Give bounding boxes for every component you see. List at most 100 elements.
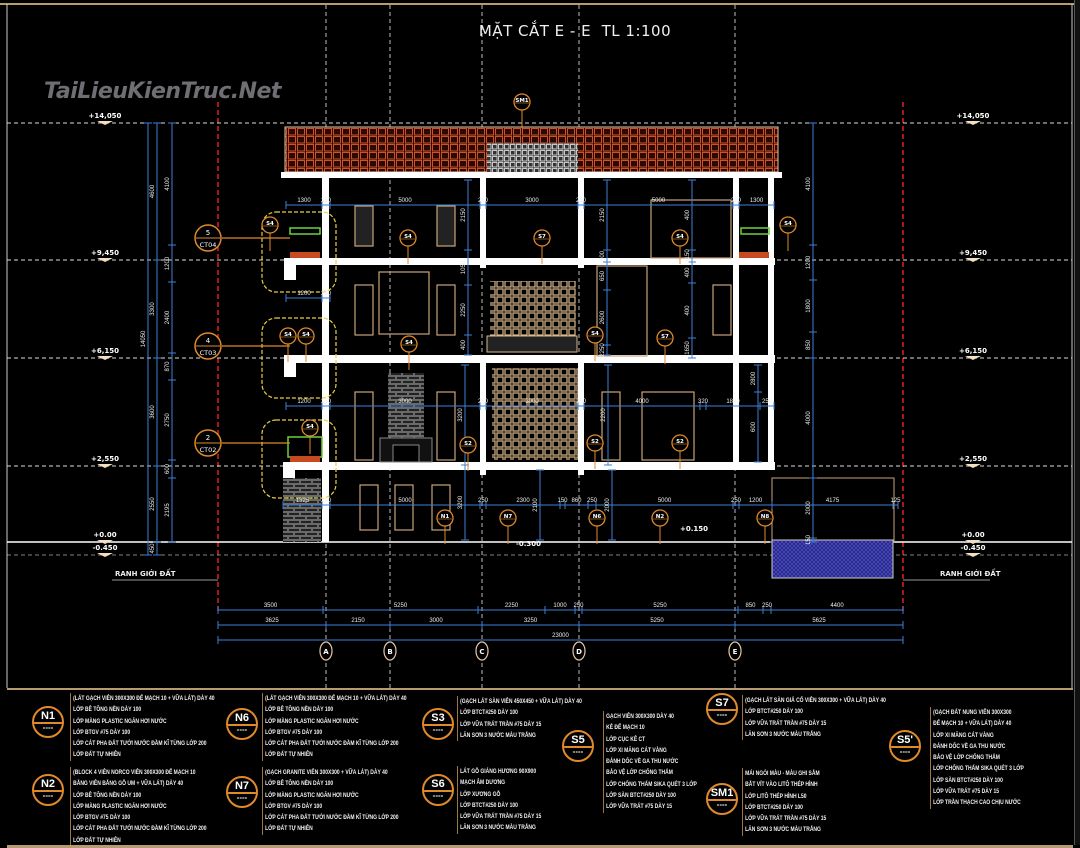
drawing-title: MẶT CẮT E - E TL 1:100 [0, 22, 1080, 40]
legend-line: LỚP BÊ TÔNG NỀN DÀY 100 [73, 706, 142, 714]
legend-line: (LÁT GẠCH VIÊN 300X300 ĐỂ MẠCH 10 + VỮA … [73, 695, 215, 702]
floor3-dim-label: 1200 [297, 291, 311, 297]
floor1-dim-label: 5000 [398, 498, 412, 504]
legend-code-divider [34, 722, 62, 724]
legend-line: LỚP BTCT#250 DÀY 100 [460, 801, 518, 809]
legend-line: ĐÁNH DỐC VỀ GA THU NƯỚC [606, 758, 679, 766]
legend-line: LỚP LITÔ THÉP HÌNH L50 [745, 792, 807, 800]
legend-code-divider [34, 790, 62, 792]
grid-axis-bubble [572, 641, 586, 661]
floor2-dim-label: 250 [321, 399, 332, 405]
bottom-dim-row2-label: 3250 [524, 618, 538, 624]
inner-dim-1-label: 650 [600, 270, 606, 281]
legend-code-sub: ---- [716, 710, 728, 719]
legend-code-bubble: S5---- [562, 730, 594, 762]
legend-line: LỚP ĐẤT TỰ NHIÊN [265, 825, 313, 833]
roof-dim-label: 3000 [525, 198, 539, 204]
inner-dim-0-label: 2150 [461, 208, 467, 222]
level-marker-icon [97, 553, 113, 557]
material-tag-s2: S2 [676, 439, 684, 445]
legend-line: ĐÁNH DỐC VỀ GA THU NƯỚC [933, 742, 1006, 750]
floor2-dim-label: 3000 [525, 399, 539, 405]
right-level-label: -0.450 [960, 544, 985, 552]
inner-dim-1-label: 2150 [600, 208, 606, 222]
legend-line: (LÁT GẠCH VIÊN 300X300 ĐỂ MẠCH 10 + VỮA … [265, 695, 407, 702]
level-marker-icon [965, 356, 981, 360]
tag-bubble [400, 335, 418, 353]
floor1-dim-label: 2300 [516, 498, 530, 504]
material-tag-s2: S2 [464, 441, 472, 447]
legend-line: LỚP BTCT#250 DÀY 100 [745, 803, 803, 811]
material-tag-s4: S4 [302, 332, 310, 338]
inner-dim-1-label: 2250 [600, 343, 606, 357]
floor1-dim-label: 150 [557, 498, 568, 504]
legend-line: LỚP SÀN BTCT#250 DÀY 100 [606, 792, 676, 800]
legend-code: N7 [234, 780, 250, 792]
bottom-dim-row2-label: 2150 [351, 618, 365, 624]
right-level-label: +0.00 [961, 531, 984, 539]
legend-line: LỚP BTGV #75 DÀY 100 [73, 728, 131, 736]
roof-dim-label: 5000 [398, 198, 412, 204]
legend-line: BẰNG VIÊN BẰNG GỖ UM + VỮA LÁT) DÀY 40 [73, 780, 184, 788]
legend-line: LỚP MÀNG PLASTIC NGĂN HƠI NƯỚC [265, 791, 359, 799]
decorative-lattice [486, 281, 578, 460]
legend-code-sub: ---- [236, 725, 248, 734]
inner-dim-3-label: 3200 [458, 495, 464, 509]
legend-code-bubble: N2---- [32, 774, 64, 806]
left-level-label: +0.00 [93, 531, 116, 539]
left-level-label: +14,050 [89, 112, 122, 120]
legend-code-divider [708, 799, 736, 801]
grid-axis-label-c: C [479, 648, 484, 656]
legend-code: S5 [571, 734, 585, 746]
left-dim-col2-label: 2195 [165, 503, 171, 517]
legend-line: LỚP VỮA TRÁT TRẦN #75 DÀY 15 [460, 720, 542, 728]
legend-line: LỚP VỮA TRÁT TRẦN #75 DÀY 15 [460, 813, 542, 821]
legend-line: LỚP CHỐNG THẤM SIKA QUÉT 3 LỚP [933, 765, 1024, 773]
roof-dim-label: 250 [576, 198, 587, 204]
legend-line: LÁT GỖ GIÁNG HƯƠNG 90X900 [460, 768, 537, 775]
legend-code-bubble: S5'---- [889, 730, 921, 762]
inner-dim-5-label: 600 [751, 421, 757, 432]
legend-description: (BLOCK 4 VIÊN NORCO VIÊN 300X300 ĐỂ MẠCH… [70, 767, 207, 847]
right-dim-label: 1800 [806, 299, 812, 313]
bottom-dim-row2-label: 5250 [650, 618, 664, 624]
legend-code-sub: ---- [572, 747, 584, 756]
legend-line: LỚP CHỐNG THẤM SIKA QUÉT 3 LỚP [606, 780, 697, 788]
legend-code: S6 [431, 778, 445, 790]
inner-dim-3-label: 3200 [458, 408, 464, 422]
openings [354, 199, 732, 531]
legend-code-divider [424, 790, 452, 792]
right-level-label: +2,550 [959, 455, 987, 463]
right-dim-label: 4100 [806, 177, 812, 191]
material-tag-s2: S2 [591, 439, 599, 445]
right-dim-label: 4000 [806, 411, 812, 425]
legend-line: BẢO VỆ LỚP CHỐNG THẤM [933, 754, 1000, 762]
bottom-dim-row1-label: 1000 [553, 603, 567, 609]
grid-axis-bubble [383, 641, 397, 661]
tag-bubble [399, 229, 417, 247]
legend-line: LỚP XƯƠNG GỖ [460, 790, 501, 798]
grid-axis-lines [325, 5, 736, 688]
floor1-dim-label: 1200 [749, 498, 763, 504]
legend-line: GẠCH VIÊN 300X300 DÀY 40 [606, 713, 674, 720]
callout-number: 4 [206, 337, 211, 345]
material-tag-s4: S4 [284, 332, 292, 338]
legend-line: LỚP CÁT PHA ĐẤT TƯỚI NƯỚC ĐẦM KĨ TỪNG LỚ… [265, 740, 399, 748]
inner-dim-2-label: 1650 [685, 341, 691, 355]
tag-bubble [779, 216, 797, 234]
right-dim-label: 2000 [806, 501, 812, 515]
bottom-dim-row1-label: 250 [573, 603, 584, 609]
bottom-dim-row2-label: 3000 [429, 618, 443, 624]
legend-line: LĂN SƠN 3 NƯỚC MÀU TRẮNG [460, 731, 536, 739]
level-marker-icon [965, 121, 981, 125]
legend-line: MẠCH ÂM DƯƠNG [460, 779, 506, 787]
legend-line: ĐỂ MẠCH 10 + VỮA LÁT) DÀY 40 [933, 720, 1012, 728]
roof-dim-label: 1300 [297, 198, 311, 204]
left-dim-col1-label: 3300 [150, 302, 156, 316]
grid-axis-bubble [319, 641, 333, 661]
tag-bubble [279, 327, 297, 345]
legend-line: LỚP BTCT#250 DÀY 100 [460, 709, 518, 717]
vertical-scrollbar[interactable] [1074, 0, 1080, 845]
tag-bubble [586, 434, 604, 452]
